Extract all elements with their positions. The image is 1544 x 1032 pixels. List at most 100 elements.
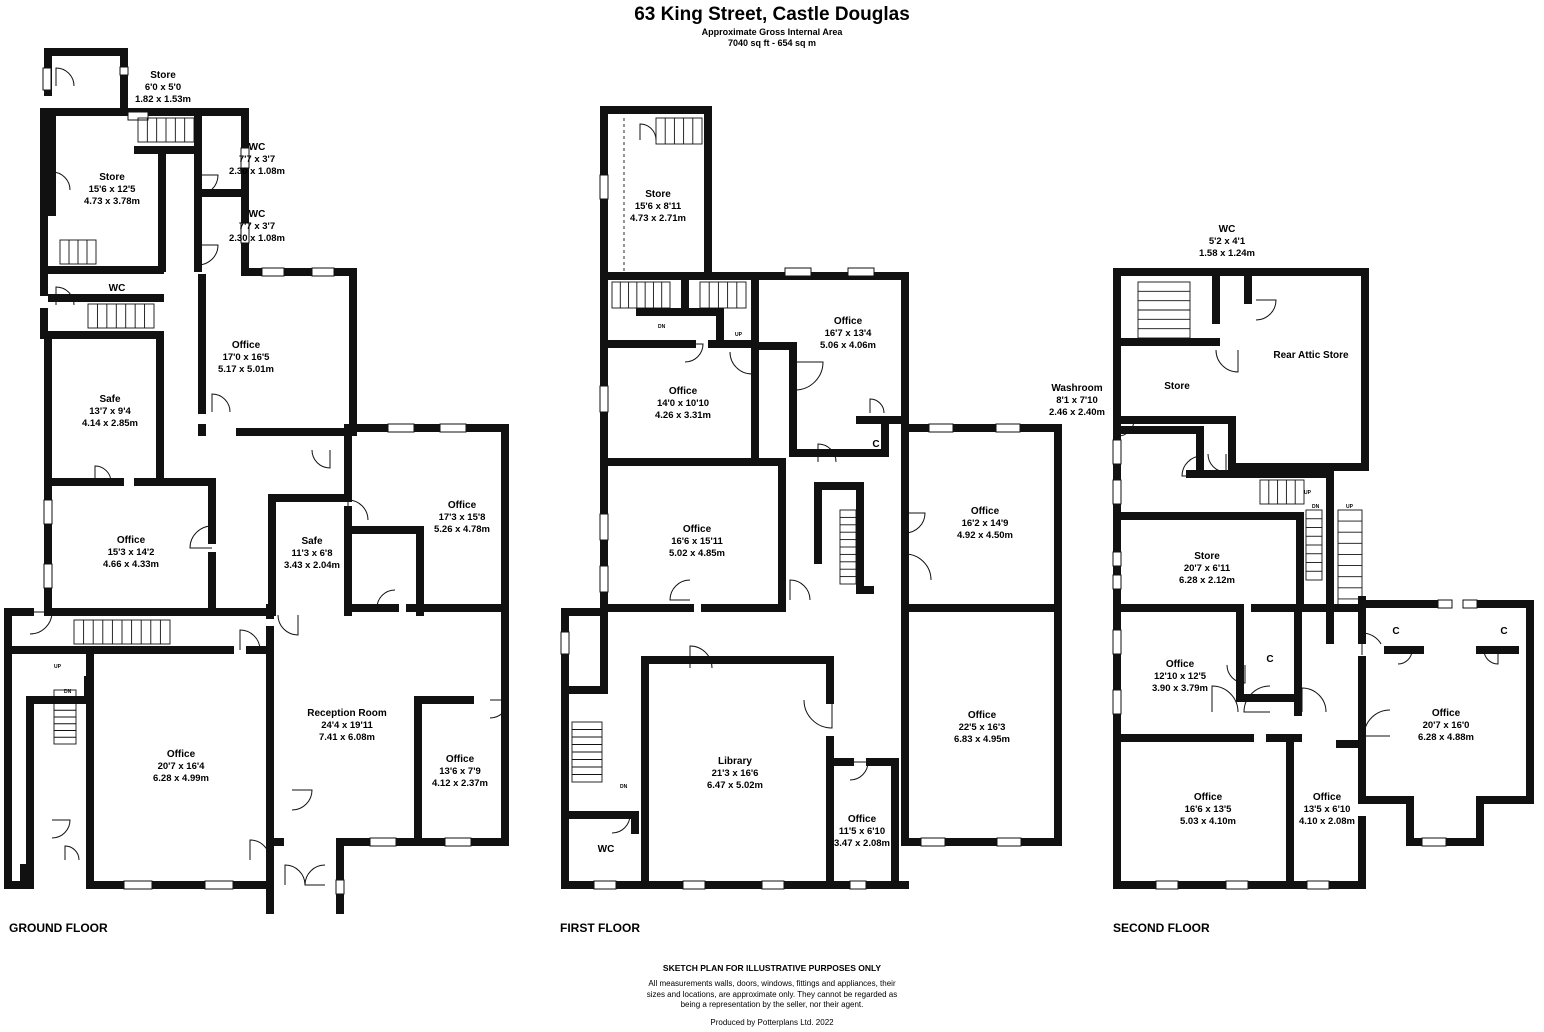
disclaimer-line: being a representation by the seller, no… bbox=[680, 1000, 864, 1009]
window bbox=[1112, 629, 1122, 655]
wall bbox=[266, 626, 274, 872]
wall bbox=[1054, 424, 1062, 846]
wall bbox=[748, 458, 784, 466]
room-office-dims-imperial: 12'10 x 12'5 bbox=[1154, 671, 1207, 682]
stair-direction-label: DN bbox=[658, 324, 666, 330]
door-swing bbox=[1255, 299, 1277, 321]
door-swing bbox=[304, 864, 326, 886]
room-library-dims-metric: 6.47 x 5.02m bbox=[707, 780, 763, 791]
room-office-dims-metric: 5.02 x 4.85m bbox=[669, 548, 725, 559]
window bbox=[43, 563, 53, 589]
room-office-dims-imperial: 13'5 x 6'10 bbox=[1304, 804, 1351, 815]
wall bbox=[194, 189, 249, 197]
door-swing bbox=[489, 699, 509, 719]
room-store-dims-metric: 4.73 x 3.78m bbox=[84, 196, 140, 207]
door-swing bbox=[239, 629, 261, 651]
door-swing bbox=[789, 579, 811, 601]
wall bbox=[641, 656, 834, 664]
wall bbox=[891, 758, 899, 889]
wall bbox=[4, 608, 34, 616]
wall bbox=[1358, 656, 1366, 804]
window bbox=[593, 880, 617, 890]
plan-title: 63 King Street, Castle Douglas bbox=[634, 4, 910, 25]
door-swing bbox=[817, 443, 837, 463]
wall bbox=[856, 482, 864, 594]
wall bbox=[48, 331, 164, 339]
wall bbox=[86, 646, 234, 654]
disclaimer-heading: SKETCH PLAN FOR ILLUSTRATIVE PURPOSES ON… bbox=[662, 963, 882, 973]
wall bbox=[1361, 268, 1369, 471]
wall bbox=[708, 340, 759, 348]
door-swing bbox=[376, 589, 396, 609]
wall bbox=[344, 428, 352, 494]
room-office-dims-imperial: 16'6 x 13'5 bbox=[1185, 804, 1232, 815]
wall bbox=[241, 268, 357, 276]
wall bbox=[344, 526, 424, 534]
window bbox=[1225, 880, 1249, 890]
wall bbox=[336, 838, 509, 846]
wall bbox=[414, 696, 422, 846]
door-swing bbox=[249, 839, 271, 861]
stair-direction-label: UP bbox=[54, 664, 62, 670]
stair-direction-label: UP bbox=[735, 332, 743, 338]
wall bbox=[789, 342, 797, 457]
wall bbox=[608, 604, 694, 612]
wall bbox=[40, 308, 48, 339]
room-reception-name: Reception Room bbox=[307, 708, 387, 719]
wall bbox=[406, 604, 509, 612]
door-swing bbox=[1215, 349, 1239, 373]
room-wc-dims-metric: 2.30 x 1.08m bbox=[229, 233, 285, 244]
room-safe-dims-imperial: 11'3 x 6'8 bbox=[292, 548, 333, 559]
window bbox=[1462, 599, 1478, 609]
wall bbox=[778, 458, 786, 612]
window bbox=[920, 837, 946, 847]
window bbox=[123, 880, 153, 890]
disclaimer-text: All measurements walls, doors, windows, … bbox=[560, 979, 984, 1011]
wall bbox=[268, 494, 352, 502]
room-wc-dims-imperial: 7'7 x 3'7 bbox=[239, 154, 275, 165]
area-size: 7040 sq ft - 654 sq m bbox=[727, 38, 817, 48]
room-office-name: Office bbox=[834, 316, 863, 327]
window bbox=[240, 147, 250, 169]
wall bbox=[1212, 272, 1220, 324]
room-wc-dims-imperial: 7'7 x 3'7 bbox=[239, 221, 275, 232]
room-cupboard: C bbox=[1500, 626, 1507, 637]
wall bbox=[26, 696, 94, 704]
room-office-name: Office bbox=[117, 535, 146, 546]
room-office-dims-imperial: 11'5 x 6'10 bbox=[839, 826, 885, 837]
wall bbox=[1476, 796, 1484, 846]
window bbox=[928, 423, 954, 433]
door-swing bbox=[277, 614, 299, 636]
window bbox=[784, 267, 812, 277]
room-office-dims-metric: 4.92 x 4.50m bbox=[957, 530, 1013, 541]
room-office-dims-metric: 4.12 x 2.37m bbox=[432, 778, 488, 789]
wall bbox=[236, 428, 357, 436]
wall bbox=[416, 526, 424, 616]
room-office-dims-imperial: 15'3 x 14'2 bbox=[108, 547, 155, 558]
second-floor-label: SECOND FLOOR bbox=[1113, 921, 1210, 935]
wall bbox=[1358, 596, 1366, 644]
area-caption: Approximate Gross Internal Area bbox=[701, 27, 843, 37]
wall bbox=[1526, 600, 1534, 804]
window bbox=[42, 67, 52, 91]
door-swing bbox=[684, 343, 704, 363]
wall bbox=[414, 696, 474, 704]
room-wc-name: WC bbox=[249, 209, 266, 220]
room-office-dims-metric: 6.28 x 4.99m bbox=[153, 773, 209, 784]
wall bbox=[641, 656, 649, 889]
wall bbox=[40, 268, 48, 296]
room-office-dims-imperial: 17'0 x 16'5 bbox=[223, 352, 270, 363]
room-office-name: Office bbox=[1166, 659, 1195, 670]
staircase bbox=[611, 281, 671, 309]
room-office-dims-metric: 4.10 x 2.08m bbox=[1299, 816, 1355, 827]
room-rear-attic-store: Rear Attic Store bbox=[1273, 350, 1349, 361]
wall bbox=[1358, 796, 1414, 804]
wall bbox=[134, 478, 216, 486]
room-store-name: Store bbox=[645, 189, 671, 200]
wall bbox=[4, 646, 94, 654]
door-swing bbox=[611, 814, 631, 834]
wall bbox=[826, 656, 834, 704]
room-store-dims-metric: 6.28 x 2.12m bbox=[1179, 575, 1235, 586]
wall bbox=[1286, 734, 1294, 889]
door-swing bbox=[1211, 685, 1239, 713]
